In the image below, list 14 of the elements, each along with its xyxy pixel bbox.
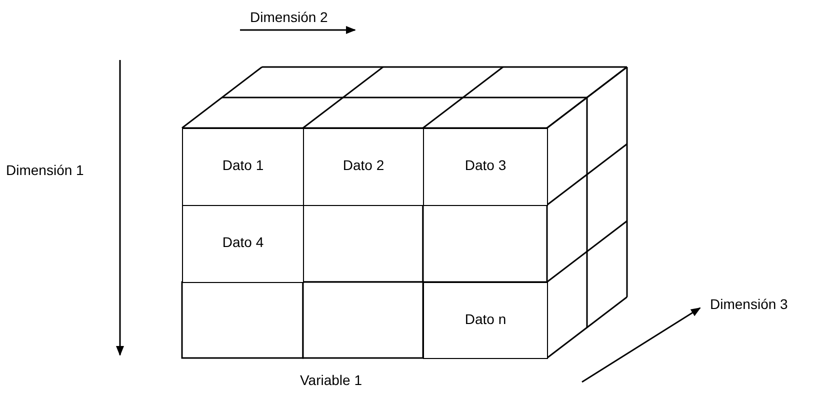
axis-label: Variable 1 [300, 372, 362, 388]
cell-text: Dato 4 [221, 234, 265, 250]
table-cell [182, 205, 304, 283]
cell-text: Dato n [464, 311, 508, 327]
cell-text: Dato 2 [342, 157, 386, 173]
axis-label: Dimensión 1 [6, 162, 84, 178]
table-cell [303, 128, 424, 206]
table-cell [182, 128, 304, 206]
table-cell [423, 282, 548, 359]
table-cell [423, 128, 548, 206]
cell-text: Dato 3 [464, 157, 508, 173]
axis-label: Dimensión 2 [250, 9, 328, 25]
axis-label: Dimensión 3 [710, 296, 788, 312]
cell-text: Dato 1 [221, 157, 265, 173]
